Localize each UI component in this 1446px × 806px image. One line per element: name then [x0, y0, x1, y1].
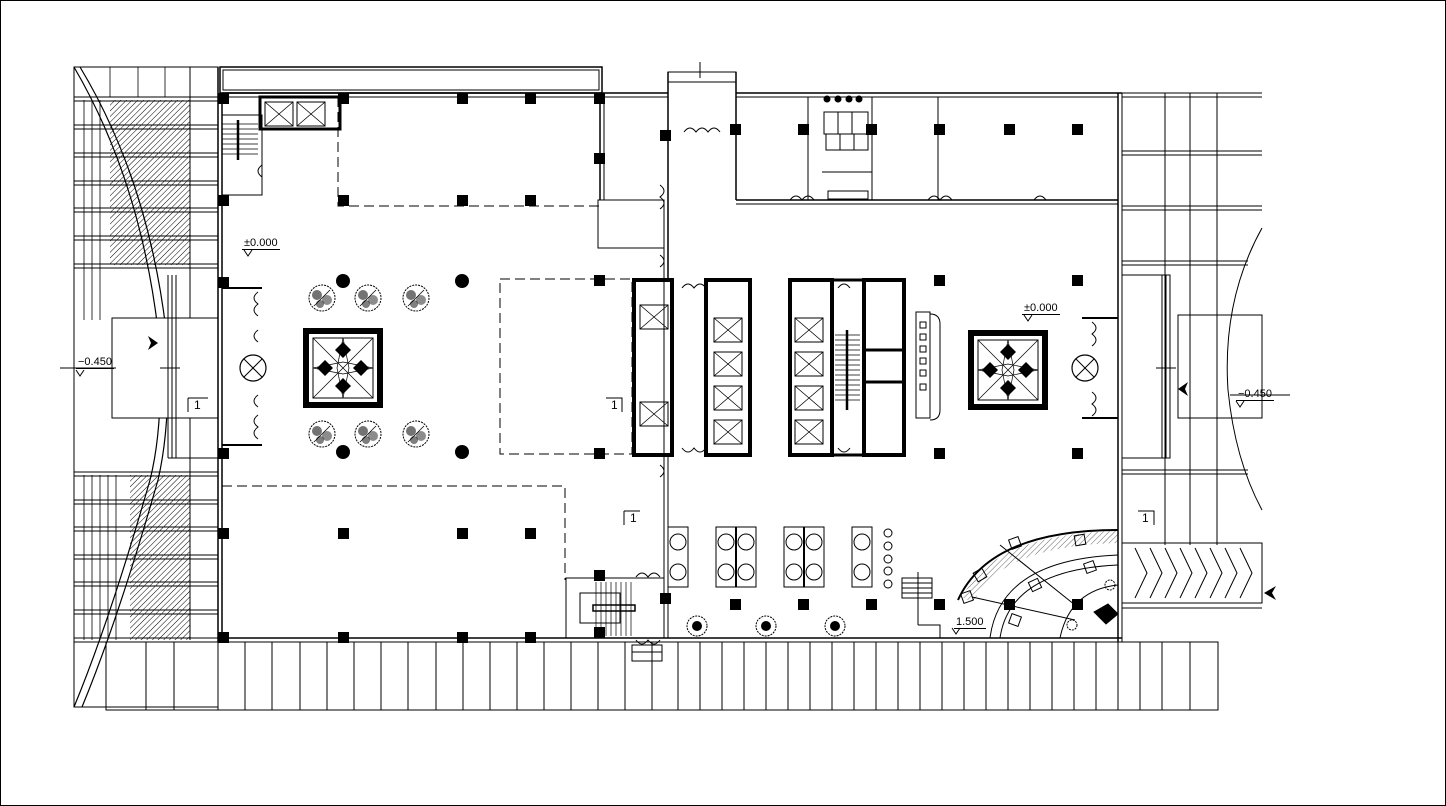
elevator-icon	[794, 351, 824, 377]
elevator-icon	[264, 101, 294, 127]
south-arcade	[105, 641, 1219, 711]
stair-icon	[835, 330, 860, 410]
section-mark-west: 1	[194, 398, 201, 412]
elevator-icon	[794, 317, 824, 343]
south-stair	[565, 577, 665, 662]
washroom	[822, 95, 872, 200]
central-core	[632, 278, 941, 457]
planters	[308, 274, 469, 459]
door-swings	[257, 127, 1047, 645]
elevator-icon	[794, 385, 824, 411]
revolving-door-icon[interactable]	[239, 354, 267, 382]
stair-icon	[222, 120, 258, 160]
entry-arrow-icon	[1178, 382, 1188, 396]
east-ramp	[1121, 542, 1263, 609]
elevator-icon	[713, 351, 743, 377]
elevator-icon	[794, 419, 824, 445]
nw-core	[221, 95, 342, 196]
cafe-seating	[667, 526, 893, 637]
west-entry-canopy	[60, 275, 219, 459]
floor-medallion-icon	[967, 329, 1049, 411]
se-terrace	[901, 529, 1119, 639]
level-label-lobby-west: ±0.000	[242, 237, 280, 250]
level-label-entry-east: −0.450	[1236, 388, 1274, 401]
entry-arrow-icon	[1264, 586, 1276, 600]
floor-medallion-icon	[302, 327, 384, 409]
level-label-lobby-east: ±0.000	[1022, 302, 1060, 315]
entry-arrow-icon	[148, 336, 158, 350]
east-entry	[1082, 274, 1290, 459]
section-mark-brackets	[187, 397, 1155, 525]
dashed-zones	[222, 97, 633, 580]
section-mark-center: 1	[611, 398, 618, 412]
revolving-door-icon[interactable]	[1071, 354, 1099, 382]
level-label-terrace: 1.500	[954, 616, 986, 629]
elevator-icon	[296, 101, 326, 127]
stair-icon	[592, 582, 636, 636]
east-curtain-wall	[1122, 92, 1263, 545]
section-mark-east: 1	[1142, 511, 1149, 525]
level-markers	[75, 249, 1245, 635]
elevator-icon	[713, 385, 743, 411]
elevator-icon	[713, 317, 743, 343]
section-mark-south: 1	[630, 511, 637, 525]
level-label-entry-west: −0.450	[76, 356, 114, 369]
column-icon	[218, 93, 1083, 643]
west-curtain-wall	[73, 66, 219, 708]
elevator-icon	[713, 419, 743, 445]
